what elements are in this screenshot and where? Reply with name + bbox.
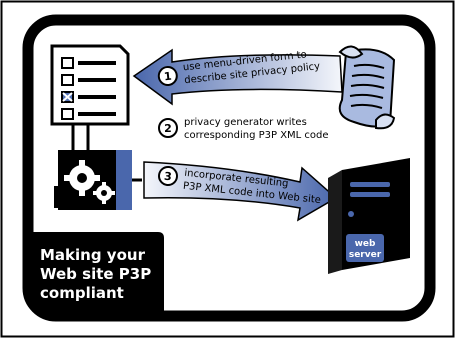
step-2-text-line1: privacy generator writes xyxy=(184,117,307,128)
step-1-number: 1 xyxy=(163,70,172,84)
step-3-badge xyxy=(158,166,178,186)
caption-line3: compliant xyxy=(40,284,124,302)
arrow-generator-to-server xyxy=(143,161,338,222)
privacy-policy-scroll-icon xyxy=(338,45,396,130)
form-document-icon xyxy=(50,44,130,126)
step-2-text-line2: corresponding P3P XML code xyxy=(184,130,329,141)
caption-box xyxy=(28,232,164,316)
caption-line2: Web site P3P xyxy=(40,265,151,283)
step-2-number: 2 xyxy=(164,122,172,135)
step-2-badge xyxy=(158,118,178,138)
web-server-icon: web server xyxy=(328,158,410,274)
gears-generator-icon xyxy=(54,150,132,210)
server-label-line1: web xyxy=(355,239,376,249)
caption-line1: Making your xyxy=(40,246,146,264)
step-1-badge xyxy=(157,66,178,87)
step-3-number: 3 xyxy=(163,170,172,184)
large-gear-icon xyxy=(64,160,100,196)
small-gear-icon xyxy=(93,182,115,204)
step-2: 2 privacy generator writes corresponding… xyxy=(158,117,329,141)
arrow-scroll-to-form xyxy=(132,48,343,106)
server-label-line2: server xyxy=(349,250,382,260)
